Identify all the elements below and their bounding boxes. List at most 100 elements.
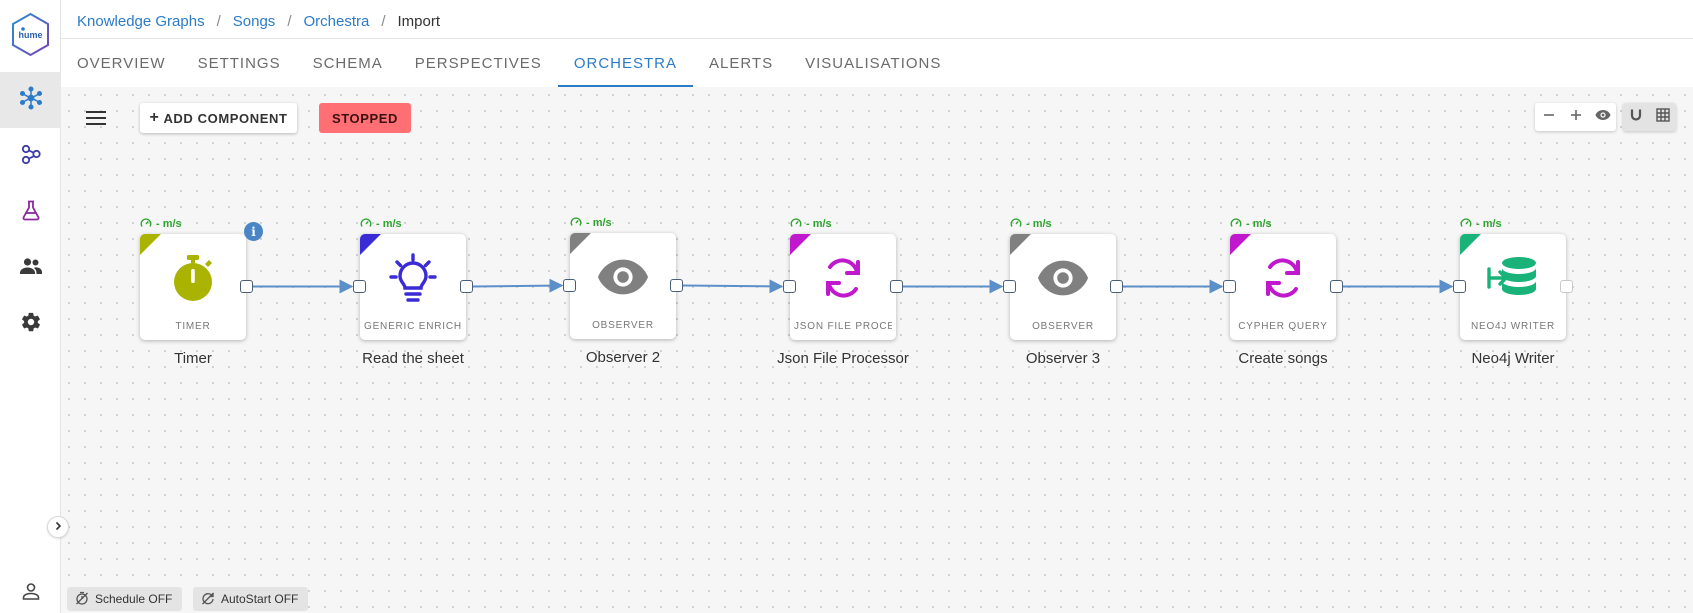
- output-port[interactable]: [1330, 280, 1343, 293]
- output-port[interactable]: [670, 279, 683, 292]
- type-corner-marker: [1460, 234, 1481, 255]
- cycle-icon: [817, 252, 869, 304]
- hamburger-icon: [86, 110, 106, 130]
- expand-rail-button[interactable]: [47, 516, 69, 538]
- output-port[interactable]: [890, 280, 903, 293]
- rail-labs[interactable]: [0, 184, 61, 240]
- hume-logo[interactable]: hume: [10, 12, 51, 57]
- status-button[interactable]: STOPPED: [319, 103, 411, 133]
- breadcrumb: Knowledge Graphs / Songs / Orchestra / I…: [77, 10, 440, 32]
- throughput-value: - m/s: [376, 218, 402, 230]
- edge-connector[interactable]: [682, 279, 784, 294]
- rail-schema[interactable]: [0, 128, 61, 184]
- cypher-query-card[interactable]: CYPHER QUERY: [1230, 234, 1336, 340]
- input-port[interactable]: [353, 280, 366, 293]
- tab-alerts[interactable]: ALERTS: [709, 54, 774, 72]
- database-write-icon: [1487, 252, 1539, 304]
- throughput-value: - m/s: [1246, 218, 1272, 230]
- people-icon: [19, 256, 43, 281]
- input-port[interactable]: [1453, 280, 1466, 293]
- autostart-label: AutoStart OFF: [221, 592, 299, 606]
- info-icon[interactable]: i: [244, 222, 263, 241]
- chevron-right-icon: [53, 518, 63, 536]
- input-port[interactable]: [783, 280, 796, 293]
- fit-view-button[interactable]: [1592, 106, 1614, 128]
- node-label: Observer 2: [585, 349, 661, 366]
- rail-settings[interactable]: [0, 296, 61, 352]
- node-label: Json File Processor: [777, 350, 909, 367]
- svg-text:hume: hume: [18, 30, 42, 40]
- input-port[interactable]: [1223, 280, 1236, 293]
- schedule-toggle[interactable]: Schedule OFF: [67, 587, 183, 611]
- edge-connector[interactable]: [472, 278, 564, 293]
- tab-schema[interactable]: SCHEMA: [312, 54, 383, 72]
- throughput-value: - m/s: [586, 217, 612, 229]
- breadcrumb-separator: /: [216, 12, 221, 30]
- tab-settings[interactable]: SETTINGS: [197, 54, 281, 72]
- throughput-value: - m/s: [806, 218, 832, 230]
- rail-knowledge-graphs[interactable]: [0, 72, 61, 128]
- timer-card[interactable]: TIMER: [140, 234, 246, 340]
- user-icon: [21, 581, 41, 606]
- node-type: GENERIC ENRICHER: [364, 321, 462, 332]
- zoom-out-button[interactable]: [1538, 106, 1560, 128]
- throughput-indicator: - m/s: [1010, 217, 1052, 231]
- snap-toggle[interactable]: [1625, 106, 1647, 128]
- plus-icon: +: [149, 109, 160, 126]
- add-component-button[interactable]: + ADD COMPONENT: [140, 103, 297, 133]
- output-port[interactable]: [460, 280, 473, 293]
- output-port[interactable]: [1110, 280, 1123, 293]
- rail-users[interactable]: [0, 240, 61, 296]
- speedometer-icon: [360, 217, 372, 232]
- type-corner-marker: [360, 234, 381, 255]
- breadcrumb-current: Import: [397, 12, 441, 30]
- output-port[interactable]: [1560, 280, 1573, 293]
- throughput-indicator: - m/s: [1230, 217, 1272, 231]
- json-file-processor-card[interactable]: JSON FILE PROCESSOR: [790, 234, 896, 340]
- lightbulb-icon: [387, 252, 439, 304]
- grid-icon: [1656, 107, 1670, 127]
- magnet-icon: [1629, 108, 1643, 127]
- throughput-indicator: - m/s: [570, 216, 612, 230]
- node-type: JSON FILE PROCESSOR: [794, 321, 892, 332]
- grid-toggle[interactable]: [1652, 106, 1674, 128]
- node-read-the-sheet: - m/s GENERIC ENRICHER Read the sheet: [353, 217, 473, 367]
- eye-icon: [1037, 252, 1089, 304]
- autostart-toggle[interactable]: AutoStart OFF: [193, 587, 309, 611]
- neo4j-writer-card[interactable]: NEO4J WRITER: [1460, 234, 1566, 340]
- zoom-in-button[interactable]: [1565, 106, 1587, 128]
- speedometer-icon: [790, 217, 802, 232]
- breadcrumb-orchestra[interactable]: Orchestra: [303, 12, 370, 30]
- node-label: Create songs: [1238, 350, 1328, 367]
- orchestra-canvas[interactable]: + ADD COMPONENT STOPPED: [61, 87, 1693, 613]
- zoom-controls: [1535, 103, 1616, 131]
- throughput-value: - m/s: [156, 218, 182, 230]
- output-port[interactable]: [240, 280, 253, 293]
- node-type: TIMER: [175, 321, 211, 332]
- tab-visualisations[interactable]: VISUALISATIONS: [805, 54, 942, 72]
- type-corner-marker: [1010, 234, 1031, 255]
- breadcrumb-songs[interactable]: Songs: [232, 12, 276, 30]
- input-port[interactable]: [1003, 280, 1016, 293]
- tab-overview[interactable]: OVERVIEW: [77, 54, 166, 72]
- tab-perspectives[interactable]: PERSPECTIVES: [414, 54, 542, 72]
- input-port[interactable]: [563, 279, 576, 292]
- generic-enricher-card[interactable]: GENERIC ENRICHER: [360, 234, 466, 340]
- node-observer-2: - m/s OBSERVER Observer 2: [563, 216, 683, 366]
- stopwatch-icon: [167, 252, 219, 304]
- gear-icon: [20, 311, 42, 338]
- rail-account[interactable]: [0, 578, 61, 608]
- schedule-label: Schedule OFF: [95, 592, 173, 606]
- autostart-off-icon: [201, 591, 215, 608]
- observer-card[interactable]: OBSERVER: [570, 233, 676, 339]
- edges-layer: [253, 278, 1454, 294]
- type-corner-marker: [140, 234, 161, 255]
- node-type: CYPHER QUERY: [1238, 321, 1328, 332]
- canvas-menu-button[interactable]: [83, 107, 109, 133]
- tab-orchestra[interactable]: ORCHESTRA: [557, 39, 694, 87]
- tab-bar: OVERVIEW SETTINGS SCHEMA PERSPECTIVES OR…: [61, 39, 957, 87]
- type-corner-marker: [790, 234, 811, 255]
- breadcrumb-knowledge-graphs[interactable]: Knowledge Graphs: [77, 12, 205, 30]
- speedometer-icon: [570, 216, 582, 231]
- observer-card[interactable]: OBSERVER: [1010, 234, 1116, 340]
